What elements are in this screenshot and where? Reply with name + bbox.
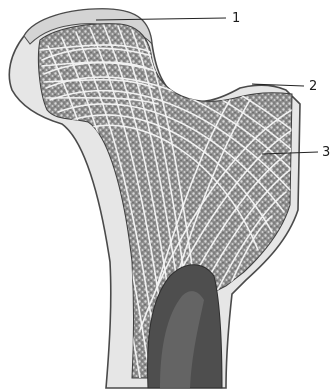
callout-label-3: 3 [322, 145, 330, 160]
callout-label-1: 1 [232, 11, 240, 26]
callout-label-2: 2 [309, 79, 317, 94]
